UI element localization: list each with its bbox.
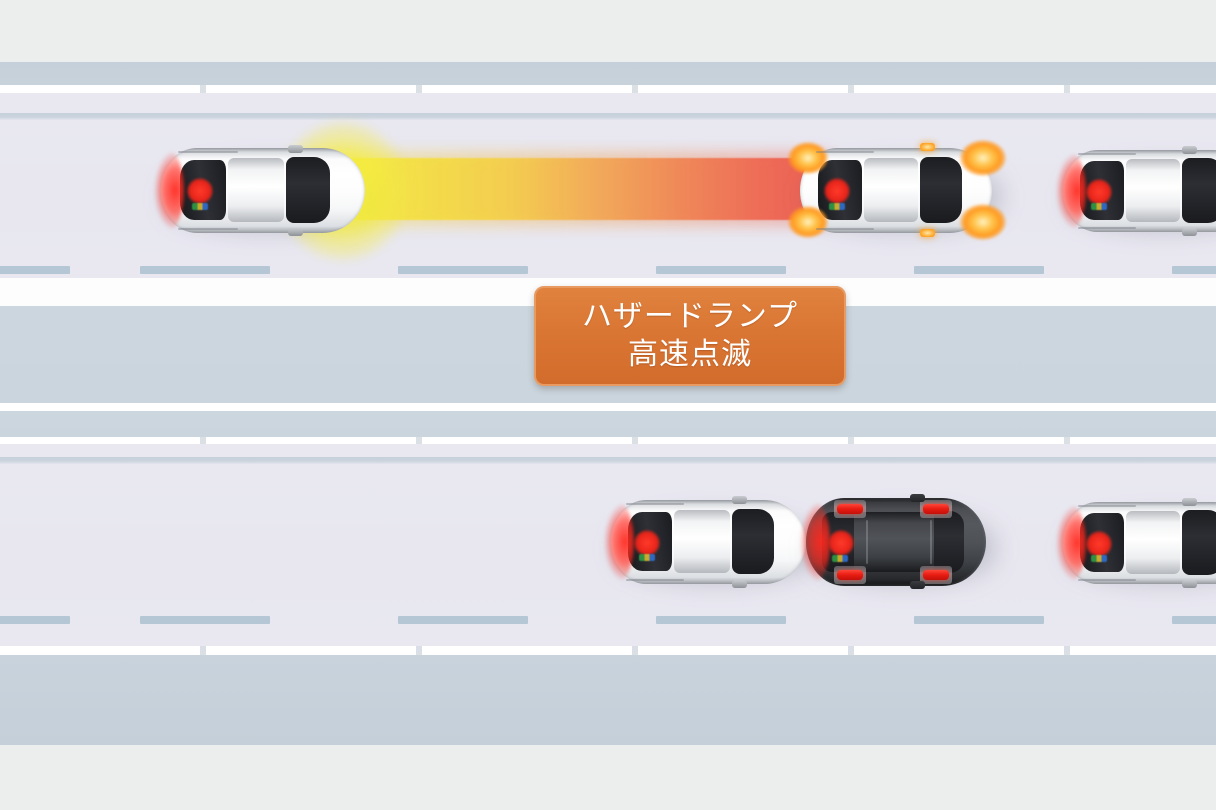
tail-light-glow bbox=[154, 151, 184, 230]
panel-line-rear-bottom bbox=[1078, 579, 1136, 581]
car-lower-far-right-white-sedan bbox=[1056, 498, 1216, 588]
tail-light-lamp bbox=[824, 178, 850, 204]
road-shoulder-bottom bbox=[0, 655, 1216, 745]
tail-light-lamp bbox=[187, 178, 213, 204]
rear-indicator-leds bbox=[639, 554, 655, 561]
hazard-lamp-rear-right bbox=[788, 206, 828, 238]
lane-line-solid-upper bbox=[0, 113, 1216, 120]
panel-line-rear-top bbox=[1078, 505, 1136, 507]
lane-center-dash bbox=[398, 266, 528, 274]
side-mirror-bottom bbox=[1182, 228, 1197, 236]
lane-center-dash bbox=[1172, 616, 1216, 624]
tail-light-glow bbox=[604, 503, 634, 581]
lane-center-dash bbox=[398, 616, 528, 624]
windshield bbox=[1182, 158, 1216, 223]
lane-marking-dashed-bottom bbox=[0, 646, 1216, 655]
hazard-lamp-rear-left bbox=[837, 504, 863, 514]
badge-line-1: ハザードランプ bbox=[581, 300, 799, 333]
rear-indicator-leds bbox=[1091, 555, 1107, 562]
roof-rail-right bbox=[930, 520, 932, 564]
background-bottom bbox=[0, 745, 1216, 810]
side-mirror-indicator-top bbox=[920, 143, 935, 151]
side-mirror-top bbox=[1182, 498, 1197, 506]
lane-center-dash bbox=[656, 616, 786, 624]
lane-center-dash bbox=[656, 266, 786, 274]
tail-light-glow bbox=[800, 501, 830, 583]
car-lower-white-sedan bbox=[604, 496, 814, 588]
road-median-divider-lower bbox=[0, 411, 1216, 437]
hazard-lamp-front-right bbox=[923, 570, 949, 580]
tail-light-lamp bbox=[1086, 531, 1112, 557]
median-white-stripe bbox=[0, 403, 1216, 411]
car-roof bbox=[1126, 511, 1180, 574]
panel-line-rear-top bbox=[626, 503, 684, 505]
lane-marking-dashed-top bbox=[0, 85, 1216, 94]
lane-center-dash bbox=[914, 266, 1044, 274]
lane-center-dash bbox=[1172, 266, 1216, 274]
panel-line-rear-bottom bbox=[1078, 227, 1136, 229]
side-mirror-bottom bbox=[1182, 580, 1197, 588]
rear-indicator-leds bbox=[829, 203, 845, 210]
panel-line-rear-bottom bbox=[626, 579, 684, 581]
badge-line-2: 高速点滅 bbox=[628, 338, 752, 371]
windshield bbox=[934, 511, 964, 573]
side-mirror-bottom bbox=[732, 580, 747, 588]
tail-light-glow bbox=[1056, 153, 1086, 229]
car-upper-right-silver-sedan bbox=[788, 140, 1006, 240]
lane-line-solid-lower bbox=[0, 457, 1216, 464]
panel-line-rear-top bbox=[178, 151, 238, 153]
rear-indicator-leds bbox=[192, 203, 208, 210]
windshield bbox=[732, 509, 774, 574]
tail-light-lamp bbox=[1086, 179, 1112, 205]
roof-rail-left bbox=[866, 520, 868, 564]
panel-line-rear-bottom bbox=[178, 228, 238, 230]
tail-light-lamp bbox=[828, 530, 854, 556]
rear-indicator-leds bbox=[832, 555, 848, 562]
lane-center-dash bbox=[914, 616, 1044, 624]
car-roof bbox=[674, 510, 730, 573]
car-roof bbox=[864, 158, 918, 222]
car-lower-black-suv bbox=[800, 494, 994, 589]
windshield bbox=[920, 157, 962, 223]
hazard-lamp-front-left bbox=[960, 140, 1006, 176]
tail-light-glow bbox=[1056, 505, 1086, 581]
windshield bbox=[1182, 510, 1216, 575]
lane-center-dash bbox=[0, 266, 70, 274]
road-shoulder-top bbox=[0, 62, 1216, 85]
side-mirror-top bbox=[732, 496, 747, 504]
panel-line-rear-top bbox=[816, 151, 874, 153]
lane-center-dash bbox=[0, 616, 70, 624]
car-upper-left-white-sedan bbox=[154, 122, 408, 260]
side-mirror-bottom bbox=[910, 581, 925, 589]
tail-light-lamp bbox=[634, 530, 660, 556]
windshield bbox=[286, 157, 330, 223]
side-mirror-bottom bbox=[288, 228, 303, 236]
hazard-lamp-callout-badge: ハザードランプ 高速点滅 bbox=[534, 286, 846, 386]
background-top bbox=[0, 0, 1216, 62]
side-mirror-top bbox=[288, 145, 303, 153]
car-roof bbox=[228, 158, 284, 222]
side-mirror-top bbox=[910, 494, 925, 502]
car-roof bbox=[1126, 159, 1180, 222]
lane-center-dash bbox=[140, 616, 270, 624]
lane-center-dash bbox=[140, 266, 270, 274]
hazard-lamp-front-right bbox=[960, 204, 1006, 240]
hazard-lamp-front-left bbox=[923, 504, 949, 514]
car-upper-far-right-white-sedan bbox=[1056, 146, 1216, 236]
rear-indicator-leds bbox=[1091, 203, 1107, 210]
hazard-lamp-rear-right bbox=[837, 570, 863, 580]
panel-line-rear-bottom bbox=[816, 228, 874, 230]
panel-line-rear-top bbox=[1078, 153, 1136, 155]
side-mirror-top bbox=[1182, 146, 1197, 154]
car-roof bbox=[852, 512, 936, 572]
hazard-lamp-rear-left bbox=[788, 142, 828, 174]
side-mirror-indicator-bottom bbox=[920, 229, 935, 237]
lane-marking-dashed-lower-inner bbox=[0, 437, 1216, 446]
